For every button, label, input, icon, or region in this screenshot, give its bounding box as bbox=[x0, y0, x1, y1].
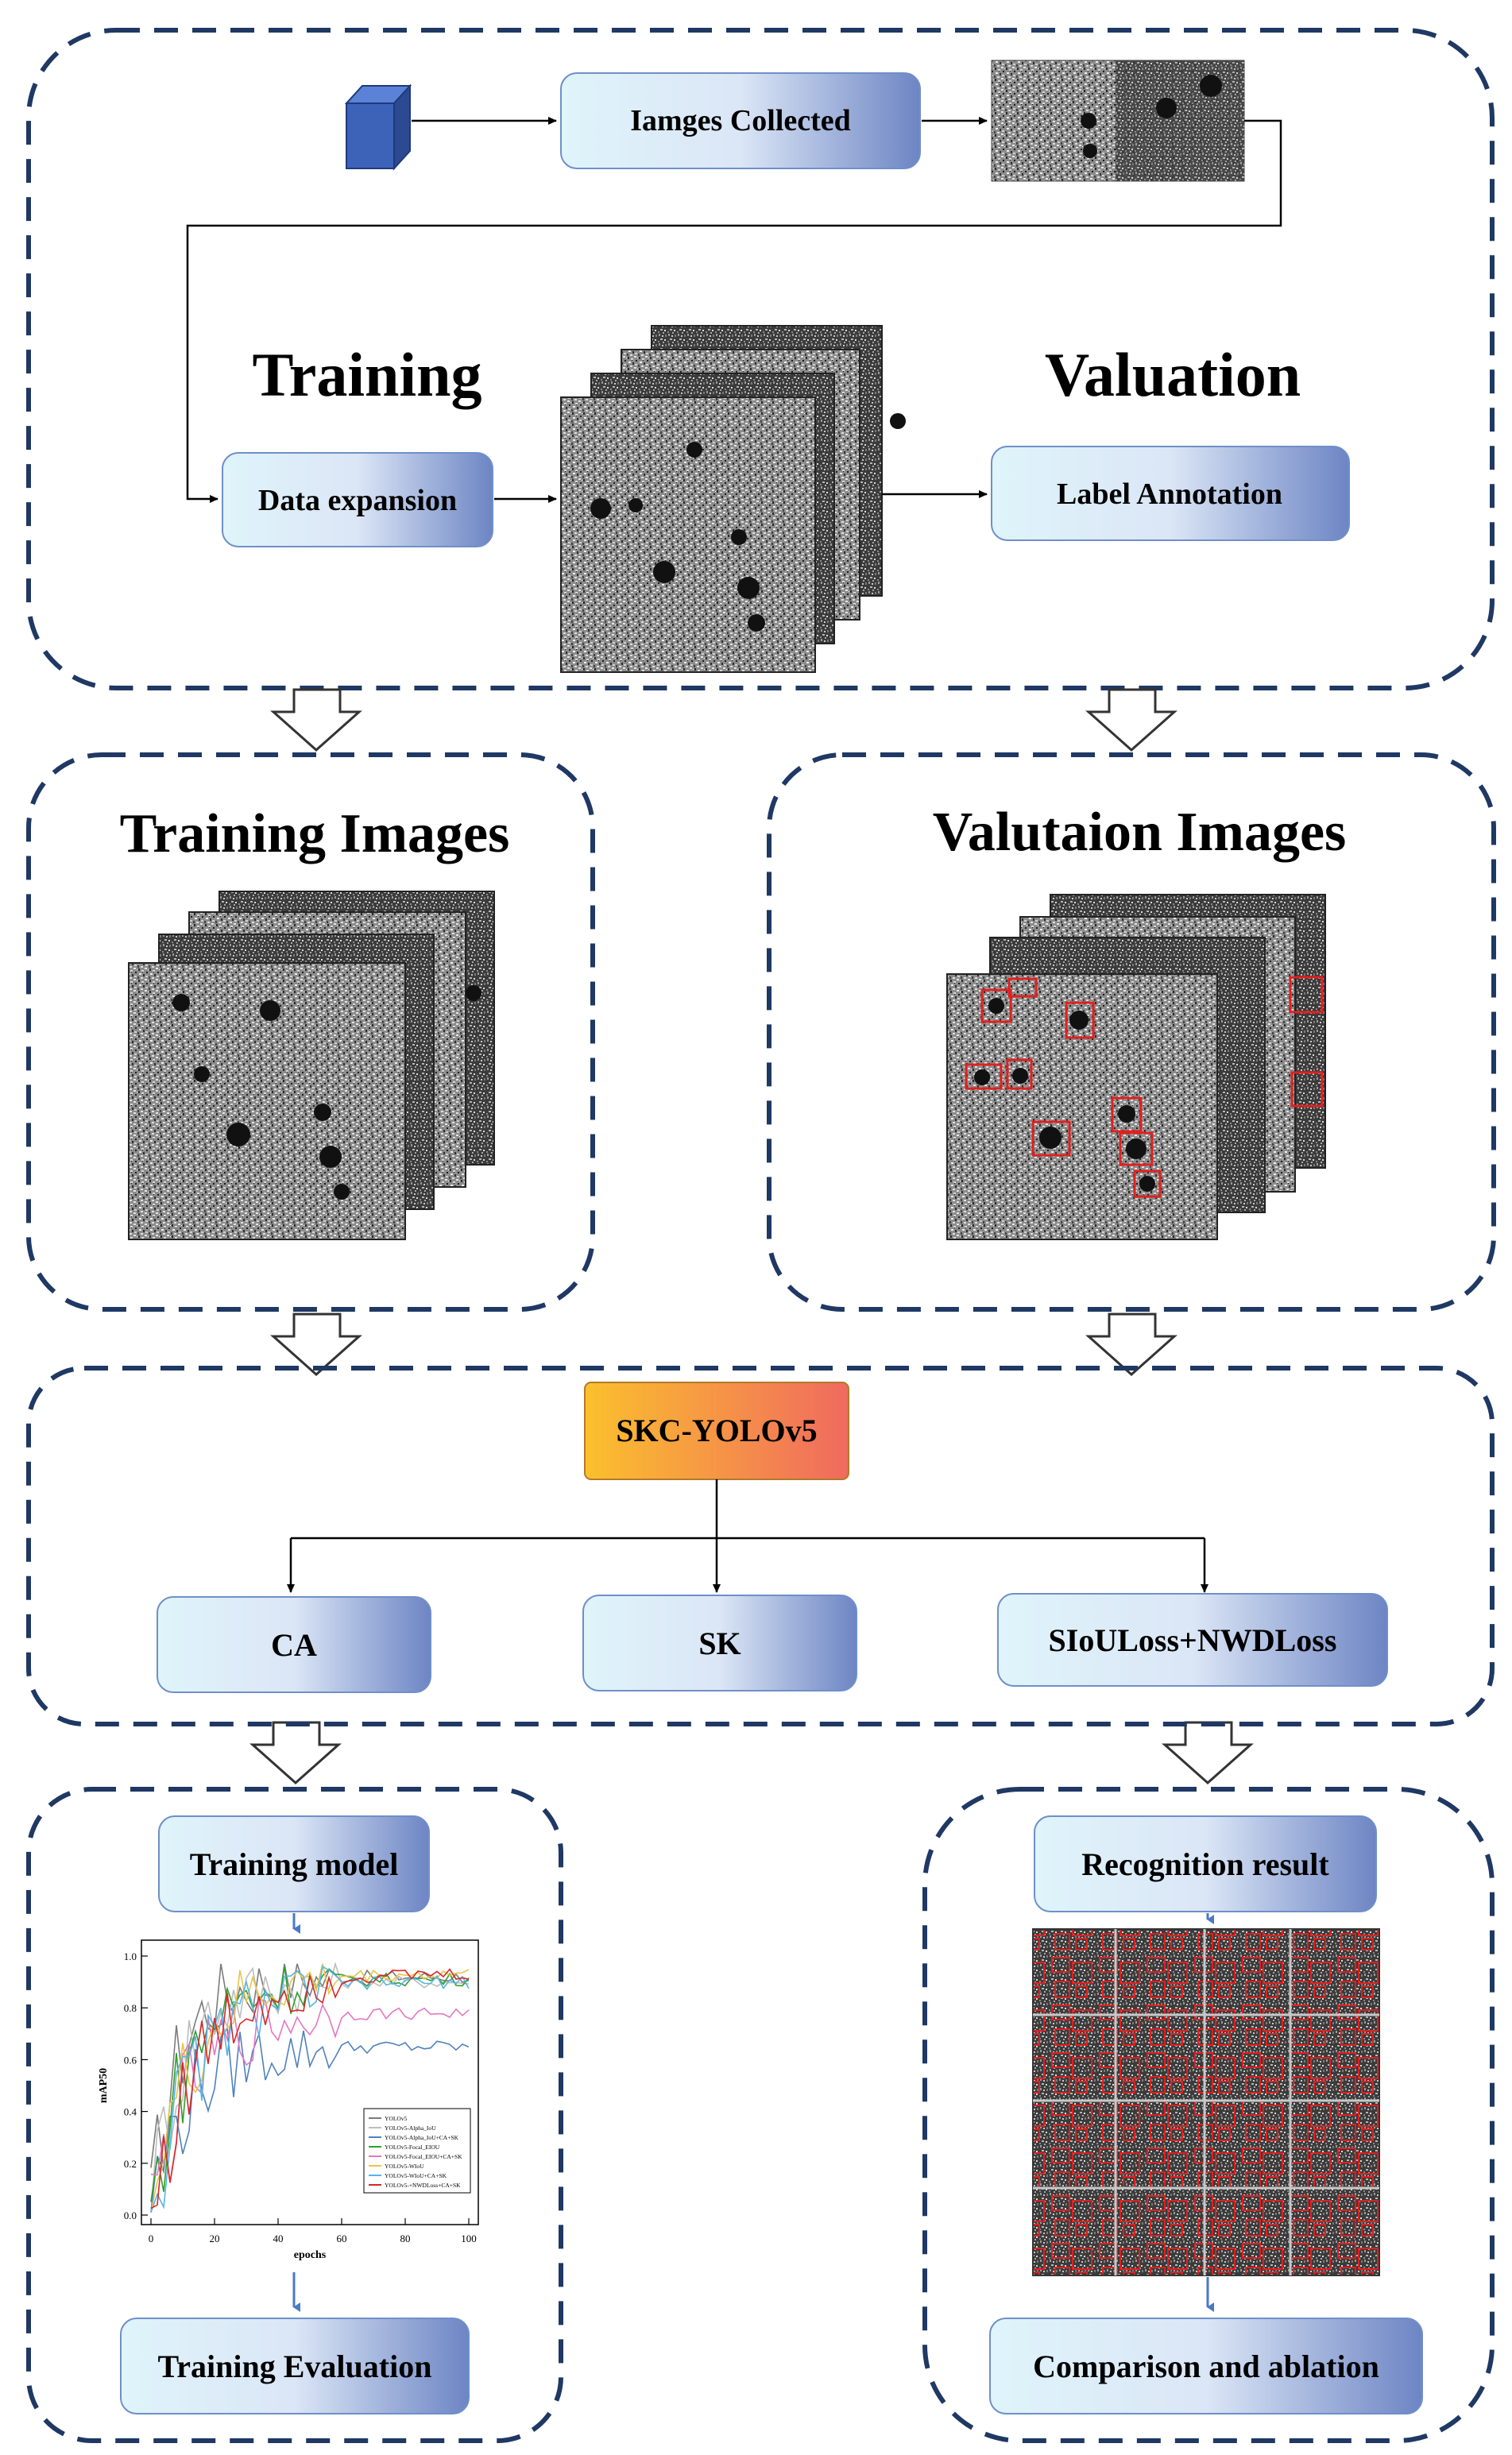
model-section-border bbox=[26, 1366, 1495, 1726]
module-loss-box bbox=[997, 1593, 1388, 1687]
data-expansion-label: Data expansion bbox=[258, 484, 457, 517]
legend-entry: YOLOv5 bbox=[385, 2115, 408, 2122]
legend-entry: YOLOv5-Alpha_IoU+CA+SK bbox=[385, 2134, 459, 2141]
x-tick-label: 0 bbox=[149, 2233, 154, 2244]
images-collected-label: Iamges Collected bbox=[630, 104, 851, 137]
y-tick-label: 0.8 bbox=[124, 2002, 137, 2014]
x-axis-label: epochs bbox=[294, 2249, 327, 2261]
images-collected-box bbox=[560, 72, 921, 169]
valuation-images-title: Valutaion Images bbox=[933, 802, 1347, 863]
recognition-result-image bbox=[1032, 1928, 1380, 2276]
recognition-result-label: Recognition result bbox=[1081, 1846, 1329, 1882]
legend-entry: YOLOv5-WIoU bbox=[385, 2163, 424, 2170]
comparison-label: Comparison and ablation bbox=[1033, 2349, 1379, 2384]
legend-entry: YOLOv5-Alpha_IoU bbox=[385, 2124, 436, 2132]
valuation-image-stack bbox=[946, 894, 1326, 1240]
x-tick-label: 40 bbox=[273, 2233, 284, 2244]
bottom-left-border bbox=[26, 1787, 563, 2443]
training-evaluation-box bbox=[120, 2318, 470, 2414]
training-heading: Training bbox=[253, 340, 482, 409]
model-label: SKC-YOLOv5 bbox=[616, 1413, 817, 1448]
series-line bbox=[150, 2026, 470, 2213]
collected-image bbox=[991, 60, 1245, 182]
top-section-border bbox=[26, 28, 1495, 690]
x-tick-label: 20 bbox=[210, 2233, 220, 2244]
expanded-image-stack bbox=[560, 325, 906, 673]
y-tick-label: 0.6 bbox=[124, 2054, 137, 2066]
down-arrow-icon bbox=[249, 688, 1254, 1785]
x-tick-label: 100 bbox=[461, 2233, 477, 2244]
module-loss-label: SIoULoss+NWDLoss bbox=[1049, 1622, 1337, 1658]
legend-entry: YOLOv5-+NWDLoss+CA+SK bbox=[385, 2182, 461, 2189]
legend-entry: YOLOv5-WIoU+CA+SK bbox=[385, 2172, 447, 2179]
x-tick-label: 60 bbox=[337, 2233, 347, 2244]
valuation-images-border bbox=[767, 752, 1496, 1312]
training-images-border bbox=[26, 752, 595, 1312]
series-line bbox=[150, 1968, 470, 2210]
label-annotation-label: Label Annotation bbox=[1057, 477, 1282, 511]
training-model-label: Training model bbox=[190, 1846, 399, 1882]
y-tick-label: 0.2 bbox=[124, 2158, 137, 2170]
data-expansion-box bbox=[222, 452, 493, 547]
y-tick-label: 0.4 bbox=[124, 2106, 137, 2118]
legend-entry: YOLOv5-Focal_EIOU+CA+SK bbox=[385, 2153, 462, 2160]
dataset-cube-icon bbox=[344, 83, 412, 171]
module-sk-label: SK bbox=[698, 1626, 741, 1661]
label-annotation-box bbox=[991, 446, 1350, 541]
recognition-result-box bbox=[1034, 1815, 1377, 1912]
module-sk-box bbox=[582, 1595, 857, 1691]
y-tick-label: 1.0 bbox=[124, 1950, 137, 1962]
training-images-title: Training Images bbox=[120, 803, 510, 864]
series-line bbox=[150, 1965, 470, 2213]
valuation-heading: Valuation bbox=[1045, 340, 1301, 409]
training-model-box bbox=[158, 1815, 430, 1912]
y-axis-label: mAP50 bbox=[98, 2068, 110, 2103]
x-tick-label: 80 bbox=[400, 2233, 411, 2244]
module-ca-label: CA bbox=[271, 1627, 317, 1663]
module-ca-box bbox=[157, 1596, 431, 1693]
training-evaluation-label: Training Evaluation bbox=[158, 2349, 432, 2384]
comparison-box bbox=[989, 2318, 1423, 2414]
y-tick-label: 0.0 bbox=[124, 2210, 137, 2221]
series-line bbox=[150, 1966, 470, 2202]
legend-entry: YOLOv5-Focal_EIOU bbox=[385, 2144, 440, 2151]
map50-chart: 0 20 40 60 80 100 0.0 0.2 0.4 0.6 0.8 1.0 epochs mAP5… bbox=[98, 1939, 479, 2261]
training-image-stack bbox=[128, 891, 495, 1240]
chart-legend bbox=[363, 2108, 471, 2194]
